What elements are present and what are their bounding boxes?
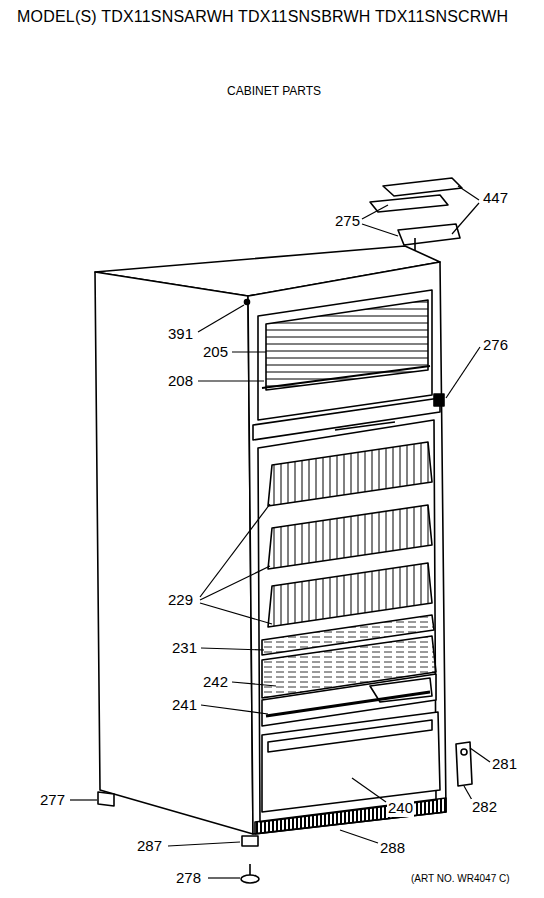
freezer-hinge	[434, 394, 444, 406]
callout-number: 240	[387, 800, 414, 817]
divider-cover	[335, 422, 395, 430]
callout-number: 241	[171, 697, 198, 714]
foot	[242, 836, 258, 846]
toe-grille	[255, 798, 446, 834]
callout-number: 208	[167, 373, 194, 390]
pan-handle	[268, 720, 432, 752]
callout-number: 277	[39, 792, 66, 809]
callout-number: 447	[482, 190, 509, 207]
callout-number: 231	[171, 640, 198, 657]
freezer-shelf-edge	[262, 366, 430, 388]
drawer-trim	[266, 692, 430, 716]
callout-number: 288	[379, 840, 406, 857]
callout-number: 278	[175, 870, 202, 887]
callout-number: 205	[202, 344, 229, 361]
hinge-pin	[461, 749, 467, 755]
callout-number: 282	[471, 799, 498, 816]
screw	[245, 300, 250, 305]
callout-number: 229	[167, 592, 194, 609]
hinge-shim	[370, 195, 448, 212]
cabinet-side	[95, 272, 253, 834]
callout-number: 391	[167, 326, 194, 343]
model-title: MODEL(S) TDX11SNSARWH TDX11SNSBRWH TDX11…	[16, 8, 509, 26]
meat-pan	[262, 712, 440, 812]
wire-shelf	[268, 505, 432, 569]
callout-number: 281	[491, 756, 518, 773]
callout-number: 276	[482, 337, 509, 354]
top-hinge	[398, 224, 460, 245]
art-number: (ART NO. WR4047 C)	[410, 873, 511, 884]
cabinet-front	[248, 262, 446, 834]
wire-shelf	[268, 563, 432, 627]
leader-lines	[70, 186, 490, 878]
hinge-cover	[383, 178, 462, 196]
bottom-hinge	[456, 742, 472, 786]
leveler	[241, 875, 259, 883]
section-heading: CABINET PARTS	[226, 85, 322, 98]
wire-shelf	[268, 442, 432, 506]
hinge-pin	[414, 238, 416, 250]
callout-number: 242	[202, 674, 229, 691]
freezer-liner	[258, 290, 432, 420]
leg	[98, 792, 114, 806]
callout-number: 275	[334, 213, 361, 230]
callout-number: 287	[136, 838, 163, 855]
